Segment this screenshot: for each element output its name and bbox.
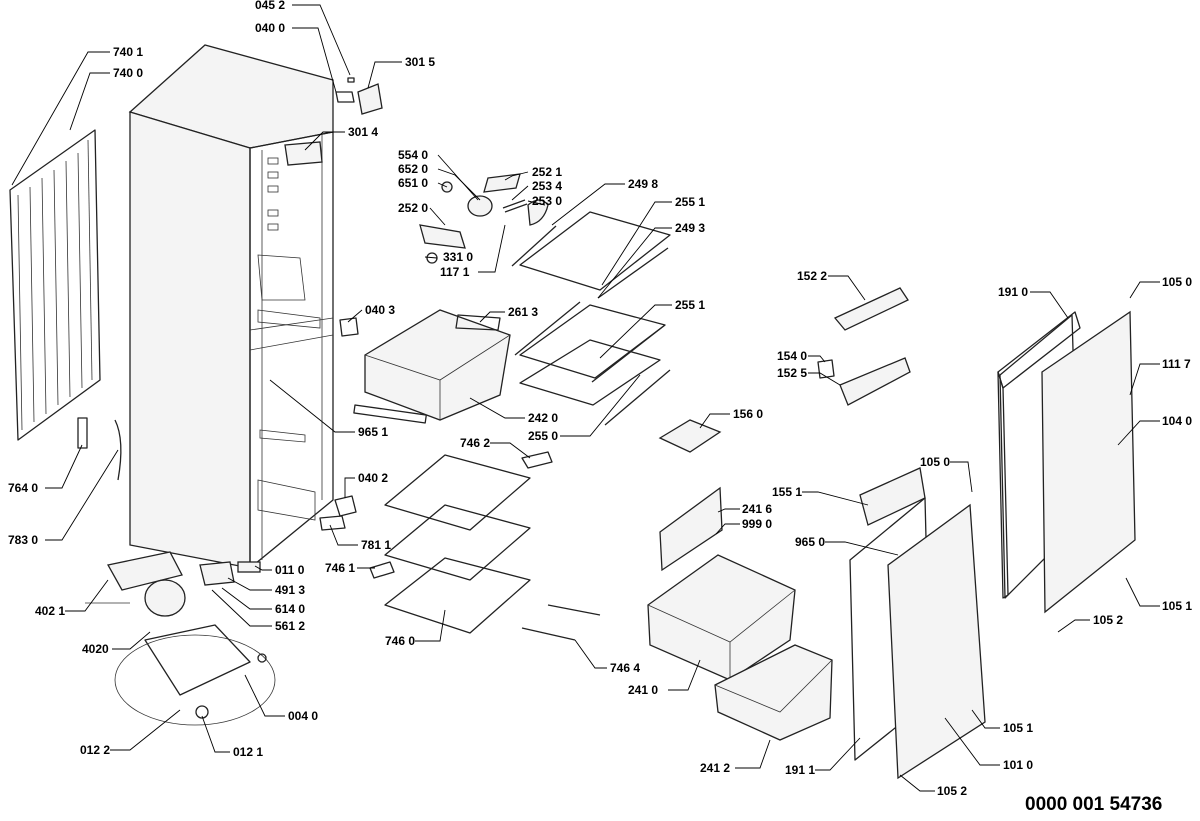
label-965-0: 965 0 [795, 535, 825, 549]
label-040-2: 040 2 [358, 471, 388, 485]
label-252-1: 252 1 [532, 165, 562, 179]
label-012-2: 012 2 [80, 743, 110, 757]
label-101-0: 101 0 [1003, 758, 1033, 772]
label-331-0: 331 0 [443, 250, 473, 264]
doors [849, 310, 1136, 780]
label-253-4: 253 4 [532, 179, 562, 193]
condenser-coil [9, 129, 101, 441]
label-152-5: 152 5 [777, 366, 807, 380]
thermostat-group [419, 173, 549, 264]
label-045-2: 045 2 [255, 0, 285, 12]
label-242-0: 242 0 [528, 411, 558, 425]
label-614-0: 614 0 [275, 602, 305, 616]
label-746-4: 746 4 [610, 661, 640, 675]
label-740-0: 740 0 [113, 66, 143, 80]
cabinet [128, 44, 334, 573]
label-117-1: 117 1 [440, 265, 470, 279]
label-104-0: 104 0 [1162, 414, 1192, 428]
label-746-2: 746 2 [460, 436, 490, 450]
label-261-3: 261 3 [508, 305, 538, 319]
label-999-0: 999 0 [742, 517, 772, 531]
label-255-0: 255 0 [528, 429, 558, 443]
label-004-0: 004 0 [288, 709, 318, 723]
label-156-0: 156 0 [733, 407, 763, 421]
label-105-0-mid: 105 0 [920, 455, 950, 469]
label-781-1: 781 1 [361, 538, 391, 552]
small-parts [77, 77, 427, 726]
label-255-1-upper: 255 1 [675, 195, 705, 209]
freezer-baskets [369, 451, 601, 641]
label-746-0: 746 0 [385, 634, 415, 648]
label-491-3: 491 3 [275, 583, 305, 597]
label-561-2: 561 2 [275, 619, 305, 633]
ice-tray [658, 419, 722, 453]
label-011-0: 011 0 [275, 563, 305, 577]
label-402-1: 402 1 [35, 604, 65, 618]
label-4020: 4020 [82, 642, 109, 656]
label-764-0: 764 0 [8, 481, 38, 495]
label-105-0-top: 105 0 [1162, 275, 1192, 289]
label-783-0: 783 0 [8, 533, 38, 547]
label-255-1-lower: 255 1 [675, 298, 705, 312]
label-155-1: 155 1 [772, 485, 802, 499]
label-105-2-upper: 105 2 [1093, 613, 1123, 627]
label-040-0: 040 0 [255, 21, 285, 35]
label-191-0: 191 0 [998, 285, 1028, 299]
label-554-0: 554 0 [398, 148, 428, 162]
door-bins [817, 287, 926, 526]
crisper-drawer [364, 309, 511, 421]
label-105-1-upper: 105 1 [1162, 599, 1192, 613]
freezer-drawers [647, 486, 833, 741]
label-253-0: 253 0 [532, 194, 562, 208]
label-249-8: 249 8 [628, 177, 658, 191]
label-651-0: 651 0 [398, 176, 428, 190]
part-labels: 045 2 040 0 301 5 301 4 740 1 740 0 764 … [8, 0, 1192, 798]
label-012-1: 012 1 [233, 745, 263, 759]
label-652-0: 652 0 [398, 162, 428, 176]
label-301-5: 301 5 [405, 55, 435, 69]
label-105-1-lower: 105 1 [1003, 721, 1033, 735]
label-040-3: 040 3 [365, 303, 395, 317]
glass-shelves [511, 211, 671, 426]
document-number: 0000 001 54736 [1025, 794, 1162, 815]
label-249-3: 249 3 [675, 221, 705, 235]
label-746-1: 746 1 [325, 561, 355, 575]
label-241-2: 241 2 [700, 761, 730, 775]
label-241-6: 241 6 [742, 502, 772, 516]
label-154-0: 154 0 [777, 349, 807, 363]
label-191-1: 191 1 [785, 763, 815, 777]
label-111-7: 111 7 [1162, 357, 1191, 371]
leader-lines [11, 4, 1160, 792]
label-252-0: 252 0 [398, 201, 428, 215]
label-740-1: 740 1 [113, 45, 143, 59]
label-241-0: 241 0 [628, 683, 658, 697]
label-105-2-lower: 105 2 [937, 784, 967, 798]
label-965-1: 965 1 [358, 425, 388, 439]
label-301-4: 301 4 [348, 125, 378, 139]
label-152-2: 152 2 [797, 269, 827, 283]
